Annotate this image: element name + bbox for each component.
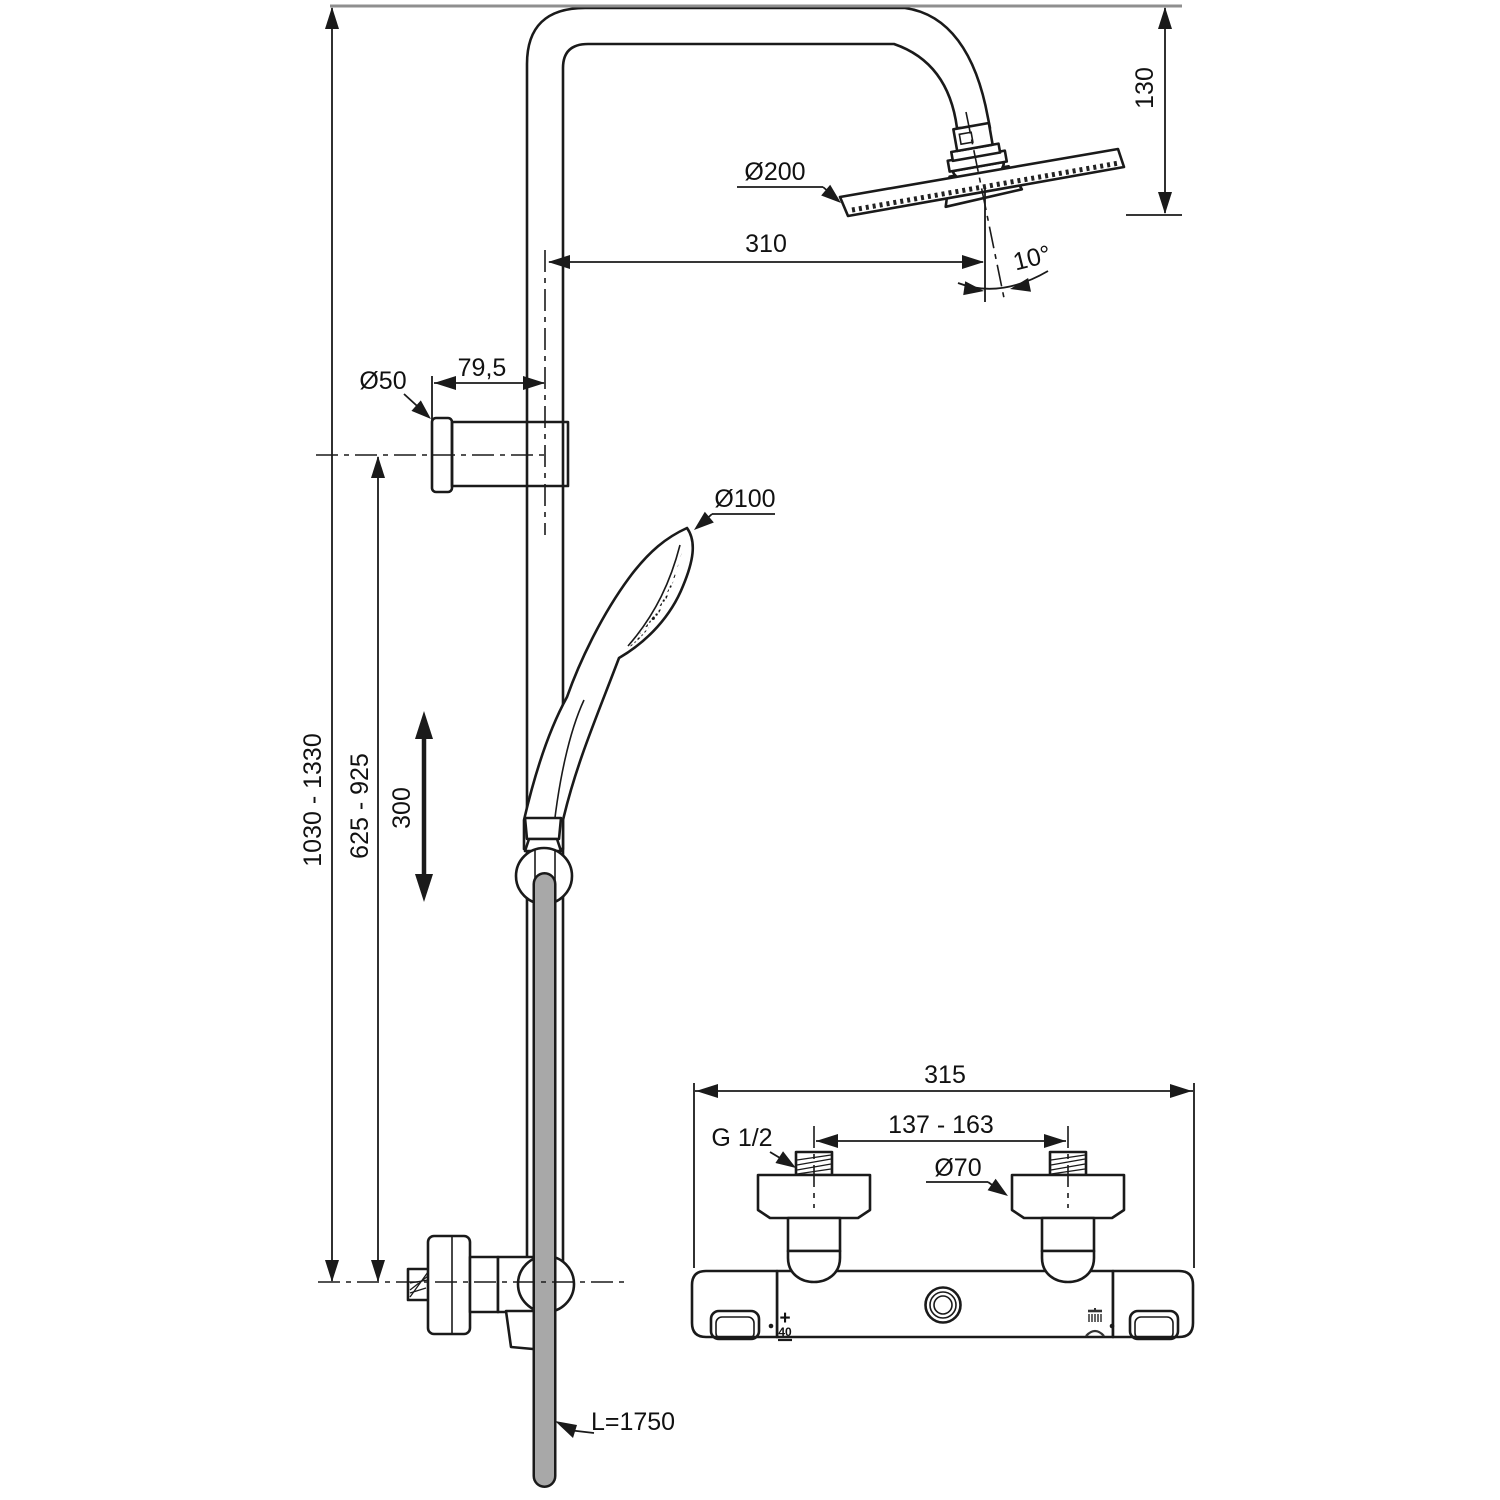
dim-head-diameter-label: Ø200 (744, 158, 805, 186)
dim-slider-travel-label: 300 (388, 787, 416, 829)
dim-head-offset-label: 310 (745, 230, 787, 258)
riser-rail-and-arm (525, 6, 1126, 1263)
right-connector (1040, 1216, 1096, 1253)
hand-spray-icon (1085, 1329, 1105, 1337)
dim-inlet-spacing: 137 - 163 (813, 1111, 1069, 1208)
dim-bracket-height: 625 - 925 (346, 456, 385, 1282)
dim-handspray-diameter-label: Ø100 (714, 485, 775, 513)
mixer-outlet-port (924, 1286, 962, 1324)
left-connector (786, 1216, 842, 1253)
dim-head-angle: 10° (957, 240, 1054, 296)
shower-head-nozzles (851, 160, 1120, 213)
mixer-left-cap (690, 1269, 779, 1339)
right-connector-dome (1040, 1249, 1096, 1284)
temp-plus-marking: + (779, 1308, 790, 1329)
dim-inlet-thread: G 1/2 (711, 1124, 796, 1168)
dim-mixer-width: 315 (693, 1061, 1195, 1268)
dim-inlet-spacing-label: 137 - 163 (888, 1111, 994, 1139)
dim-mixer-width-label: 315 (924, 1061, 966, 1089)
dim-hose-length-label: L=1750 (591, 1408, 675, 1436)
dim-overall-height: 1030 - 1330 (299, 7, 339, 1282)
arm-nut-notch (958, 131, 974, 146)
dim-head-diameter: Ø200 (737, 158, 841, 203)
thermostatic-mixer: + 40 (690, 1150, 1195, 1342)
dim-bracket-depth-label: 79,5 (458, 354, 507, 382)
dim-bracket-depth: 79,5 (431, 354, 545, 420)
hand-shower-body (522, 526, 695, 851)
temperature-handle-tab[interactable] (709, 1309, 761, 1341)
rain-shower-icon (1088, 1308, 1102, 1322)
wall-escutcheon (426, 1234, 472, 1336)
dim-inlet-thread-label: G 1/2 (711, 1124, 772, 1152)
overhead-shower-head (838, 147, 1126, 218)
connector-barrel (468, 1255, 500, 1314)
dim-head-offset: 310 (548, 230, 984, 269)
bracket-body (450, 420, 570, 488)
dim-slider-travel: 300 (388, 711, 433, 902)
right-index-dot (1109, 1323, 1115, 1329)
dim-handspray-diameter: Ø100 (694, 485, 776, 530)
hand-shower (514, 526, 695, 906)
dim-head-drop-label: 130 (1131, 67, 1159, 109)
head-axis-line (965, 111, 1005, 299)
dim-bracket-height-label: 625 - 925 (346, 753, 374, 859)
flow-handle-tab[interactable] (1128, 1309, 1180, 1341)
hand-shower-neck (523, 816, 563, 841)
hand-shower-face-line (627, 544, 681, 647)
dimension-annotations: 1030 - 1330 625 - 925 300 79,5 (299, 4, 1195, 1438)
mixer-right-cap (1111, 1269, 1195, 1339)
dim-overall-height-label: 1030 - 1330 (299, 733, 327, 866)
riser-pipe (525, 6, 992, 1263)
dim-escutcheon-diameter-label: Ø70 (934, 1154, 981, 1182)
left-index-dot (768, 1323, 774, 1329)
temp-40-marking: 40 (778, 1325, 792, 1339)
mixer-body (775, 1269, 1115, 1339)
dim-bracket-diameter-label: Ø50 (359, 367, 406, 395)
dim-bracket-diameter: Ø50 (359, 367, 431, 419)
dim-head-drop: 130 (1126, 7, 1182, 216)
dim-escutcheon-diameter: Ø70 (926, 1154, 1008, 1196)
left-connector-dome (786, 1249, 842, 1284)
dim-hose-length: L=1750 (555, 1408, 675, 1438)
